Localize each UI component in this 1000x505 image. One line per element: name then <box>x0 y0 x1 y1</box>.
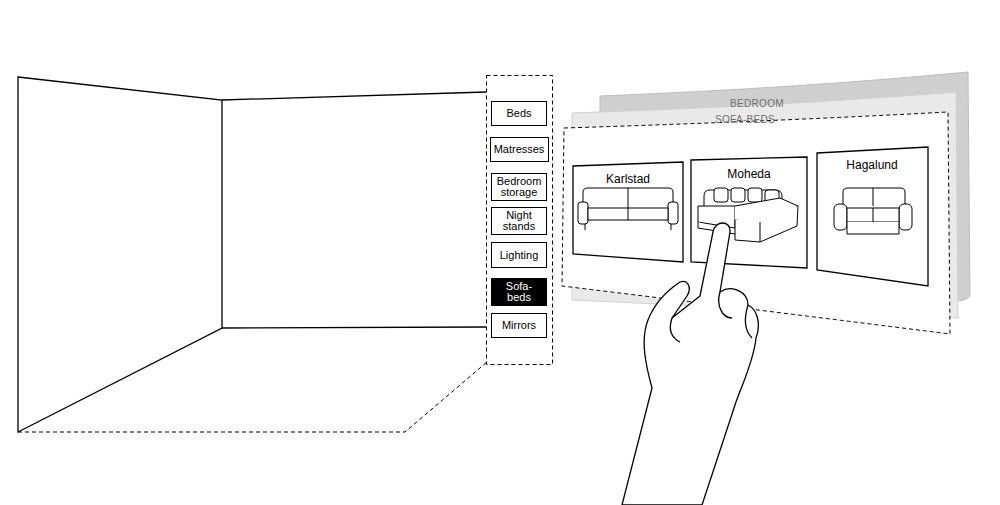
node-label: Mirrors <box>502 320 536 331</box>
menu-button: Lighting <box>491 242 547 268</box>
product-card: Karlstad <box>578 164 678 186</box>
product-card: Hagalund <box>822 150 922 172</box>
menu-frame <box>487 76 553 365</box>
node-label: Lighting <box>500 250 539 261</box>
node-label: Beds <box>506 108 531 119</box>
menu-button: Mirrors <box>491 313 547 338</box>
sofa-icon <box>578 188 678 230</box>
node-label: Karlstad <box>606 172 650 186</box>
node-label: SOFA-BEDS <box>715 114 775 125</box>
node-label: Night stands <box>495 210 543 232</box>
selected-menu-button: Sofa-beds <box>491 278 547 306</box>
menu-button: Bedroom storage <box>491 173 547 201</box>
menu-button: Matresses <box>490 137 549 162</box>
room-outline <box>18 77 486 432</box>
pointing-hand <box>622 223 758 505</box>
menu-button: Beds <box>491 101 547 126</box>
sofa-icon <box>834 188 912 234</box>
floor-outline <box>18 362 487 432</box>
product-card-outline <box>573 147 928 286</box>
node-label: Sofa-beds <box>495 281 543 303</box>
category-tab: SOFA-BEDS <box>690 112 800 126</box>
node-label: Hagalund <box>846 158 897 172</box>
product-card: Moheda <box>696 159 802 181</box>
node-label: Moheda <box>727 167 770 181</box>
node-label: Bedroom storage <box>495 176 543 198</box>
node-label: BEDROOM <box>730 98 784 109</box>
menu-button: Night stands <box>491 207 547 235</box>
node-label: Matresses <box>494 144 545 155</box>
front-panel <box>562 112 950 334</box>
category-tab: BEDROOM <box>700 96 814 111</box>
